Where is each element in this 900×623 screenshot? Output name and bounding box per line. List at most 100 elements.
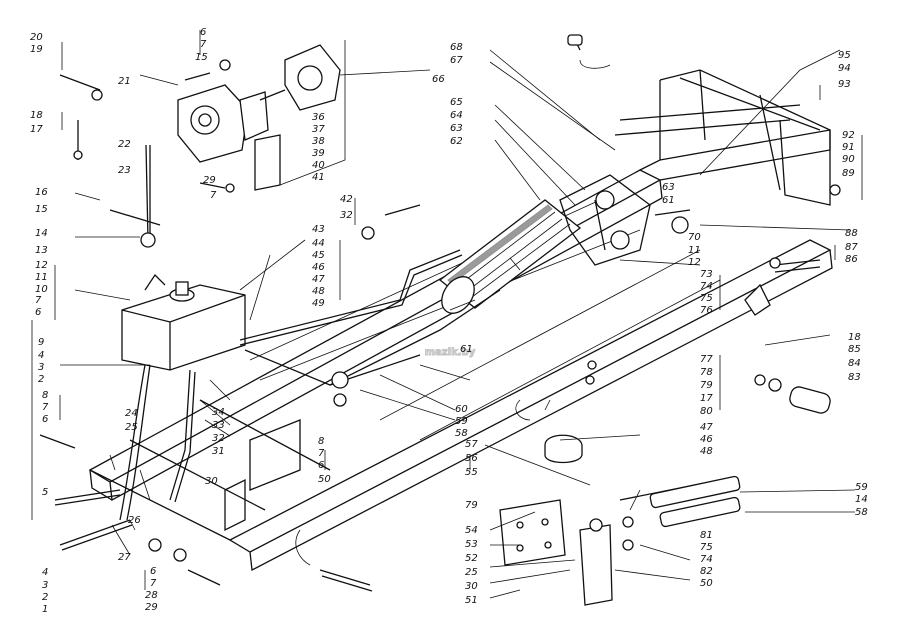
callout-label: 51 (465, 595, 478, 606)
callout-label: 54 (465, 525, 478, 536)
callout-label: 61 (460, 344, 473, 355)
callout-label: 13 (35, 245, 48, 256)
callout-label: 7 (35, 295, 42, 306)
callout-label: 23 (118, 165, 131, 176)
lower-brackets (499, 283, 782, 606)
callout-label: 3 (38, 362, 44, 373)
callout-label: 58 (855, 507, 868, 518)
callout-label: 47 (312, 274, 325, 285)
callout-label: 30 (465, 581, 478, 592)
callout-label: 93 (838, 79, 851, 90)
callout-label: 79 (700, 380, 713, 391)
callout-label: 74 (700, 281, 713, 292)
callout-label: 50 (700, 578, 713, 589)
callout-label: 79 (465, 500, 478, 511)
callout-label: 7 (210, 190, 217, 201)
callout-label: 52 (465, 553, 478, 564)
callout-label: 33 (212, 420, 225, 431)
callout-label: 63 (450, 123, 463, 134)
callout-label: 3 (42, 580, 48, 591)
callout-label: 8 (42, 390, 48, 401)
fuel-tank (121, 273, 246, 371)
callout-label: 76 (700, 305, 713, 316)
callout-label: 83 (848, 372, 861, 383)
callout-label: 26 (128, 515, 141, 526)
labels-right-column: 95 94 93 92 91 90 89 88 87 86 18 85 84 8… (700, 50, 868, 589)
callout-label: 38 (312, 136, 325, 147)
callout-label: 12 (688, 257, 701, 268)
callout-label: 81 (700, 530, 713, 541)
callout-label: 40 (312, 160, 325, 171)
watermark-text: mazik.by (425, 347, 476, 358)
callout-label: 84 (848, 358, 861, 369)
callout-label: 59 (855, 482, 868, 493)
callout-label: 89 (842, 168, 855, 179)
callout-label: 14 (855, 494, 868, 505)
callout-label: 34 (212, 407, 225, 418)
callout-label: 17 (700, 393, 713, 404)
callout-label: 74 (700, 554, 713, 565)
callout-label: 65 (450, 97, 463, 108)
callout-label: 22 (118, 139, 131, 150)
callout-label: 41 (312, 172, 325, 183)
callout-label: 19 (30, 44, 43, 55)
hydraulic-pump-assembly (177, 44, 341, 191)
labels-lower-center: 6 7 28 29 54 53 52 25 30 51 79 57 56 55 … (145, 344, 478, 613)
callout-label: 56 (465, 453, 478, 464)
callout-label: 29 (145, 602, 158, 613)
callout-label: 90 (842, 154, 855, 165)
callout-label: 2 (38, 374, 44, 385)
callout-label: 1 (42, 604, 48, 615)
callout-label: 31 (212, 446, 225, 457)
labels-top-center: 6 7 15 21 22 23 29 7 36 37 38 39 40 41 6… (118, 27, 445, 201)
main-frame (88, 69, 833, 572)
callout-label: 42 (340, 194, 353, 205)
callout-label: 66 (432, 74, 445, 85)
callout-label: 86 (845, 254, 858, 265)
callout-label: 82 (700, 566, 713, 577)
callout-label: 53 (465, 539, 478, 550)
callout-label: 75 (700, 293, 713, 304)
callout-label: 55 (465, 467, 478, 478)
callout-label: 67 (450, 55, 463, 66)
callout-label: 45 (312, 250, 325, 261)
callout-label: 8 (318, 436, 324, 447)
callout-label: 18 (848, 332, 861, 343)
callout-label: 68 (450, 42, 463, 53)
callout-label: 75 (700, 542, 713, 553)
callout-label: 16 (35, 187, 48, 198)
callout-label: 32 (212, 433, 225, 444)
callout-label: 11 (688, 245, 701, 256)
callout-label: 12 (35, 260, 48, 271)
callout-label: 24 (125, 408, 138, 419)
callout-label: 73 (700, 269, 713, 280)
labels-center-right: 68 67 65 64 63 62 63 61 70 11 12 73 74 7… (450, 42, 713, 457)
callout-label: 28 (145, 590, 158, 601)
callout-label: 14 (35, 228, 48, 239)
callout-label: 80 (700, 406, 713, 417)
callout-label: 6 (318, 460, 324, 471)
callout-label: 25 (465, 567, 478, 578)
callout-label: 48 (312, 286, 325, 297)
callout-label: 18 (30, 110, 43, 121)
callout-label: 6 (42, 414, 48, 425)
callout-label: 17 (30, 124, 43, 135)
callout-label: 64 (450, 110, 463, 121)
callout-label: 6 (200, 27, 206, 38)
callout-label: 2 (42, 592, 48, 603)
callout-label: 46 (700, 434, 713, 445)
callout-label: 47 (700, 422, 713, 433)
callout-label: 6 (35, 307, 41, 318)
fasteners (39, 59, 841, 562)
callout-label: 60 (455, 404, 468, 415)
callout-label: 15 (195, 52, 208, 63)
callout-label: 4 (42, 567, 48, 578)
callout-label: 7 (200, 39, 207, 50)
callout-label: 94 (838, 63, 851, 74)
callout-label: 88 (845, 228, 858, 239)
callout-label: 10 (35, 284, 48, 295)
callout-label: 46 (312, 262, 325, 273)
callout-label: 39 (312, 148, 325, 159)
callout-label: 44 (312, 238, 325, 249)
